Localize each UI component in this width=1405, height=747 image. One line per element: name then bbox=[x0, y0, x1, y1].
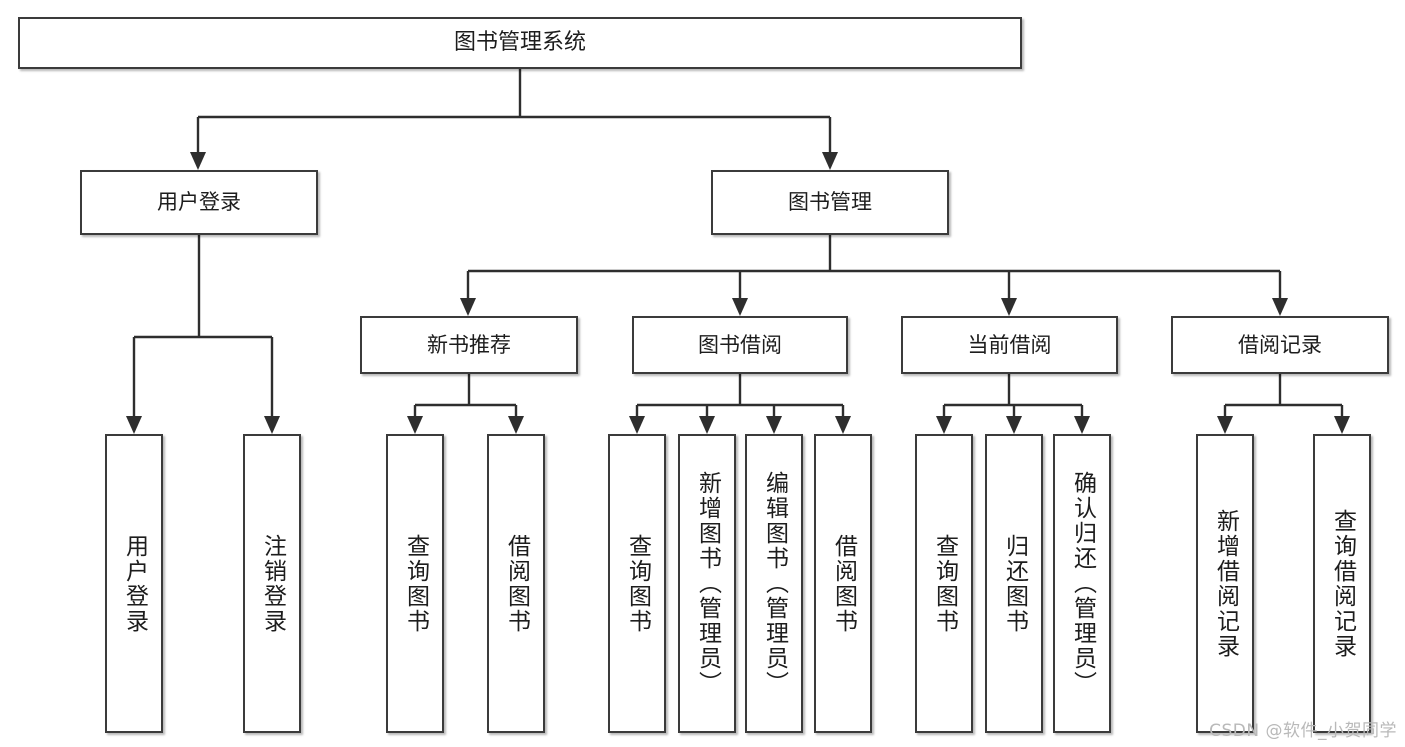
node-book-borrow[interactable]: 图书借阅 bbox=[632, 316, 848, 374]
node-new-book-recommend[interactable]: 新书推荐 bbox=[360, 316, 578, 374]
arrowhead-current-return bbox=[1006, 416, 1022, 434]
leaf-add-book-admin[interactable]: 新增图书（管理员） bbox=[678, 434, 736, 733]
node-book-borrow-label: 图书借阅 bbox=[698, 332, 782, 357]
leaf-query-books-current[interactable]: 查询图书 bbox=[915, 434, 973, 733]
leaf-add-borrow-record-label: 新增借阅记录 bbox=[1212, 508, 1239, 659]
arrowhead-records bbox=[1272, 298, 1288, 316]
arrowhead-userlogin bbox=[126, 416, 142, 434]
arrowhead-newbooks bbox=[460, 298, 476, 316]
node-root-label: 图书管理系统 bbox=[453, 30, 586, 56]
arrowhead-bookmgmt bbox=[822, 152, 838, 170]
leaf-query-books-borrow-label: 查询图书 bbox=[624, 533, 651, 634]
leaf-add-borrow-record[interactable]: 新增借阅记录 bbox=[1196, 434, 1254, 733]
leaf-query-books-current-label: 查询图书 bbox=[931, 533, 958, 634]
node-user-login[interactable]: 用户登录 bbox=[80, 170, 318, 235]
leaf-borrow-books-newbooks-label: 借阅图书 bbox=[503, 533, 530, 634]
node-borrow-records-label: 借阅记录 bbox=[1238, 332, 1322, 357]
node-current-borrow[interactable]: 当前借阅 bbox=[901, 316, 1118, 374]
node-new-book-recommend-label: 新书推荐 bbox=[427, 332, 511, 357]
leaf-user-login[interactable]: 用户登录 bbox=[105, 434, 163, 733]
arrowhead-current bbox=[1001, 298, 1017, 316]
leaf-edit-book-admin-label: 编辑图书（管理员） bbox=[761, 471, 788, 696]
leaf-return-books[interactable]: 归还图书 bbox=[985, 434, 1043, 733]
leaf-borrow-books-label: 借阅图书 bbox=[830, 533, 857, 634]
leaf-query-books-newbooks[interactable]: 查询图书 bbox=[386, 434, 444, 733]
arrowhead-borrow bbox=[732, 298, 748, 316]
node-book-management[interactable]: 图书管理 bbox=[711, 170, 949, 235]
arrowhead-newbooks-borrow bbox=[508, 416, 524, 434]
leaf-confirm-return-admin[interactable]: 确认归还（管理员） bbox=[1053, 434, 1111, 733]
arrowhead-login bbox=[190, 152, 206, 170]
node-user-login-label: 用户登录 bbox=[157, 190, 241, 215]
node-book-management-label: 图书管理 bbox=[788, 190, 872, 215]
leaf-logout-label: 注销登录 bbox=[259, 533, 286, 634]
leaf-query-books-borrow[interactable]: 查询图书 bbox=[608, 434, 666, 733]
leaf-query-books-newbooks-label: 查询图书 bbox=[402, 533, 429, 634]
leaf-borrow-books-newbooks[interactable]: 借阅图书 bbox=[487, 434, 545, 733]
node-borrow-records[interactable]: 借阅记录 bbox=[1171, 316, 1389, 374]
arrowhead-borrow-edit bbox=[766, 416, 782, 434]
leaf-query-borrow-record-label: 查询借阅记录 bbox=[1329, 508, 1356, 659]
arrowhead-borrow-query bbox=[629, 416, 645, 434]
arrowhead-borrow-add bbox=[699, 416, 715, 434]
leaf-query-borrow-record[interactable]: 查询借阅记录 bbox=[1313, 434, 1371, 733]
arrowhead-current-confirm bbox=[1074, 416, 1090, 434]
leaf-user-login-label: 用户登录 bbox=[121, 533, 148, 634]
arrowhead-records-add bbox=[1217, 416, 1233, 434]
arrowhead-newbooks-query bbox=[407, 416, 423, 434]
arrowhead-records-query bbox=[1334, 416, 1350, 434]
arrowhead-borrow-lend bbox=[835, 416, 851, 434]
node-current-borrow-label: 当前借阅 bbox=[967, 332, 1052, 357]
arrowhead-current-query bbox=[936, 416, 952, 434]
leaf-edit-book-admin[interactable]: 编辑图书（管理员） bbox=[745, 434, 803, 733]
leaf-return-books-label: 归还图书 bbox=[1001, 533, 1028, 634]
watermark: CSDN @软件_小贺同学 bbox=[1209, 721, 1397, 741]
leaf-logout[interactable]: 注销登录 bbox=[243, 434, 301, 733]
arrowhead-logout bbox=[264, 416, 280, 434]
node-root[interactable]: 图书管理系统 bbox=[18, 17, 1022, 69]
leaf-confirm-return-admin-label: 确认归还（管理员） bbox=[1069, 471, 1096, 696]
leaf-borrow-books[interactable]: 借阅图书 bbox=[814, 434, 872, 733]
leaf-add-book-admin-label: 新增图书（管理员） bbox=[694, 471, 721, 696]
